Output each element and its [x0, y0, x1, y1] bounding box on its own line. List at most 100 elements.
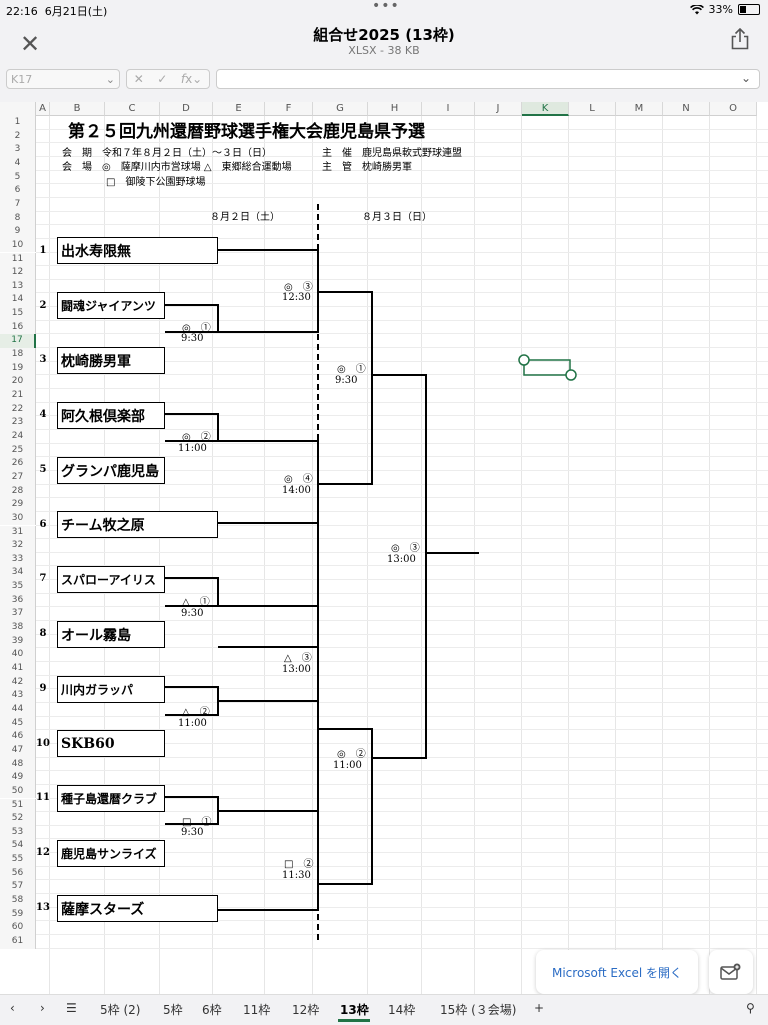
row-header[interactable]: 38	[0, 621, 36, 635]
tab-5waku[interactable]: 5枠	[163, 1003, 183, 1017]
share-icon[interactable]	[730, 28, 750, 50]
row-header[interactable]: 60	[0, 921, 36, 935]
column-header-h[interactable]: H	[368, 102, 422, 116]
row-header[interactable]: 39	[0, 634, 36, 649]
column-header-m[interactable]: M	[616, 102, 663, 116]
row-header[interactable]: 12	[0, 266, 36, 280]
row-header[interactable]: 8	[0, 211, 36, 226]
column-header-k[interactable]: K	[522, 102, 569, 116]
row-header[interactable]: 31	[0, 525, 36, 540]
row-header[interactable]: 32	[0, 539, 36, 553]
column-header-n[interactable]: N	[663, 102, 710, 116]
row-header[interactable]: 19	[0, 361, 36, 376]
row-header[interactable]: 11	[0, 252, 36, 267]
row-header[interactable]: 57	[0, 880, 36, 895]
function-icon[interactable]: fx⌄	[180, 72, 203, 86]
row-header[interactable]: 59	[0, 907, 36, 922]
tab-12waku[interactable]: 12枠	[292, 1003, 320, 1017]
row-header[interactable]: 50	[0, 784, 36, 799]
formula-input[interactable]: ⌄	[216, 69, 760, 89]
row-header[interactable]: 53	[0, 825, 36, 840]
row-header[interactable]: 15	[0, 307, 36, 321]
row-header[interactable]: 52	[0, 812, 36, 826]
check-icon[interactable]: ✓	[157, 72, 168, 86]
row-header[interactable]: 29	[0, 498, 36, 512]
row-header[interactable]: 10	[0, 238, 36, 253]
row-header[interactable]: 18	[0, 348, 36, 362]
row-header[interactable]: 55	[0, 853, 36, 867]
row-header[interactable]: 28	[0, 484, 36, 499]
row-header[interactable]: 61	[0, 935, 36, 949]
row-header[interactable]: 56	[0, 866, 36, 881]
row-header[interactable]: 36	[0, 593, 36, 608]
row-header[interactable]: 3	[0, 143, 36, 157]
row-header[interactable]: 58	[0, 894, 36, 908]
row-header[interactable]: 17	[0, 334, 36, 349]
row-header[interactable]: 23	[0, 416, 36, 430]
select-all-corner[interactable]	[0, 102, 36, 116]
row-header[interactable]: 1	[0, 116, 36, 130]
row-header[interactable]: 46	[0, 730, 36, 744]
row-header[interactable]: 20	[0, 375, 36, 389]
row-header[interactable]: 21	[0, 389, 36, 403]
column-header-a[interactable]: A	[36, 102, 50, 116]
row-header[interactable]: 26	[0, 457, 36, 471]
send-mail-button[interactable]	[709, 950, 753, 994]
row-header[interactable]: 24	[0, 429, 36, 444]
column-header-b[interactable]: B	[50, 102, 105, 116]
row-header[interactable]: 34	[0, 566, 36, 581]
name-box[interactable]: K17⌄	[6, 69, 120, 89]
add-sheet-icon[interactable]: +	[534, 1001, 545, 1015]
row-header[interactable]: 49	[0, 771, 36, 785]
row-header[interactable]: 25	[0, 443, 36, 458]
row-header[interactable]: 42	[0, 675, 36, 690]
close-icon[interactable]: ✕	[20, 30, 41, 58]
row-header[interactable]: 41	[0, 662, 36, 676]
row-header[interactable]: 44	[0, 702, 36, 717]
tab-15waku[interactable]: 15枠 (３会場)	[440, 1003, 517, 1017]
column-header-d[interactable]: D	[160, 102, 213, 116]
row-header[interactable]: 51	[0, 798, 36, 813]
chevron-down-icon[interactable]: ⌄	[740, 71, 751, 85]
tab-14waku[interactable]: 14枠	[388, 1003, 416, 1017]
tab-6waku[interactable]: 6枠	[202, 1003, 222, 1017]
row-header[interactable]: 30	[0, 511, 36, 526]
column-header-i[interactable]: I	[422, 102, 475, 116]
row-header[interactable]: 13	[0, 279, 36, 294]
row-header[interactable]: 43	[0, 689, 36, 703]
row-header[interactable]: 47	[0, 743, 36, 758]
row-header[interactable]: 37	[0, 607, 36, 622]
row-header[interactable]: 9	[0, 225, 36, 239]
row-header[interactable]: 48	[0, 757, 36, 772]
column-header-c[interactable]: C	[105, 102, 160, 116]
tab-5waku-2[interactable]: 5枠 (2)	[100, 1003, 141, 1017]
tab-13waku[interactable]: 13枠	[340, 1003, 369, 1017]
row-header[interactable]: 35	[0, 580, 36, 594]
row-header[interactable]: 33	[0, 552, 36, 567]
row-header[interactable]: 54	[0, 839, 36, 854]
row-header[interactable]: 40	[0, 648, 36, 662]
row-header[interactable]: 2	[0, 129, 36, 144]
row-header[interactable]: 4	[0, 156, 36, 171]
row-header[interactable]: 5	[0, 170, 36, 185]
row-header[interactable]: 7	[0, 197, 36, 212]
tab-11waku[interactable]: 11枠	[243, 1003, 271, 1017]
column-header-j[interactable]: J	[475, 102, 522, 116]
column-header-g[interactable]: G	[313, 102, 368, 116]
column-header-o[interactable]: O	[710, 102, 757, 116]
prev-sheet-icon[interactable]: ‹	[10, 1001, 15, 1015]
row-header[interactable]: 16	[0, 320, 36, 335]
row-header[interactable]: 14	[0, 293, 36, 308]
cancel-icon[interactable]: ✕	[133, 72, 144, 86]
link-icon[interactable]: ⚲	[746, 1001, 755, 1015]
row-header[interactable]: 45	[0, 716, 36, 731]
column-header-l[interactable]: L	[569, 102, 616, 116]
row-header[interactable]: 6	[0, 184, 36, 198]
open-in-excel-button[interactable]: Microsoft Excel を開く	[536, 950, 698, 994]
next-sheet-icon[interactable]: ›	[40, 1001, 45, 1015]
sheet-list-icon[interactable]: ☰	[66, 1001, 77, 1015]
multitask-dots[interactable]: •••	[372, 0, 400, 14]
column-header-e[interactable]: E	[213, 102, 265, 116]
row-header[interactable]: 22	[0, 402, 36, 417]
